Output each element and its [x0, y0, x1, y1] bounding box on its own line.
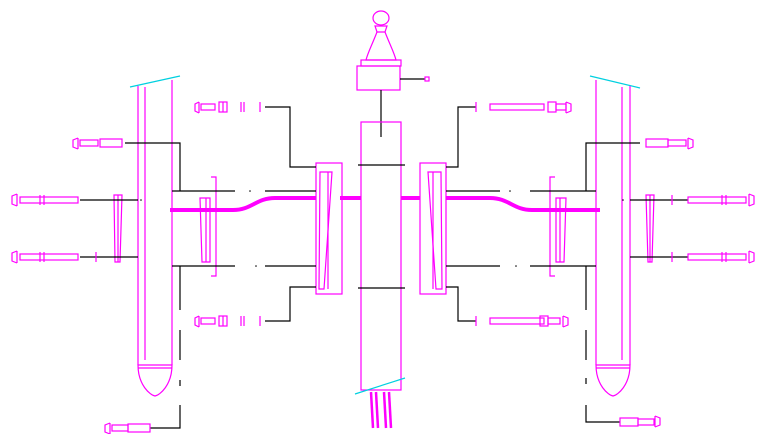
- bolt-icon: [194, 101, 261, 114]
- washer-icon: [645, 194, 655, 263]
- bolt-icon: [671, 250, 755, 264]
- bolt-icon: [671, 193, 755, 207]
- column-icon: [589, 75, 641, 397]
- shaft-icon: [369, 391, 393, 429]
- bracket-icon: [315, 162, 343, 295]
- central-post: [354, 10, 430, 429]
- bolt-icon: [475, 101, 572, 114]
- bolt-icon: [11, 193, 79, 207]
- bracket-icon: [199, 176, 217, 277]
- bracket-icon: [549, 176, 567, 277]
- leader-lines: [80, 190, 688, 267]
- bolt-icon: [72, 137, 123, 150]
- bolt-leaders: [125, 106, 640, 429]
- bolt-icon: [475, 315, 569, 328]
- rail: [170, 196, 600, 212]
- bolt-icon: [645, 137, 694, 150]
- bracket-icon: [419, 162, 447, 295]
- washer-icon: [113, 194, 123, 263]
- finial-icon: [356, 10, 430, 137]
- bolt-icon: [619, 415, 661, 428]
- bolt-icon: [194, 315, 261, 328]
- column-icon: [129, 75, 181, 397]
- bolt-icon: [104, 422, 151, 434]
- bolt-icon: [11, 250, 97, 264]
- center-column: [360, 121, 402, 391]
